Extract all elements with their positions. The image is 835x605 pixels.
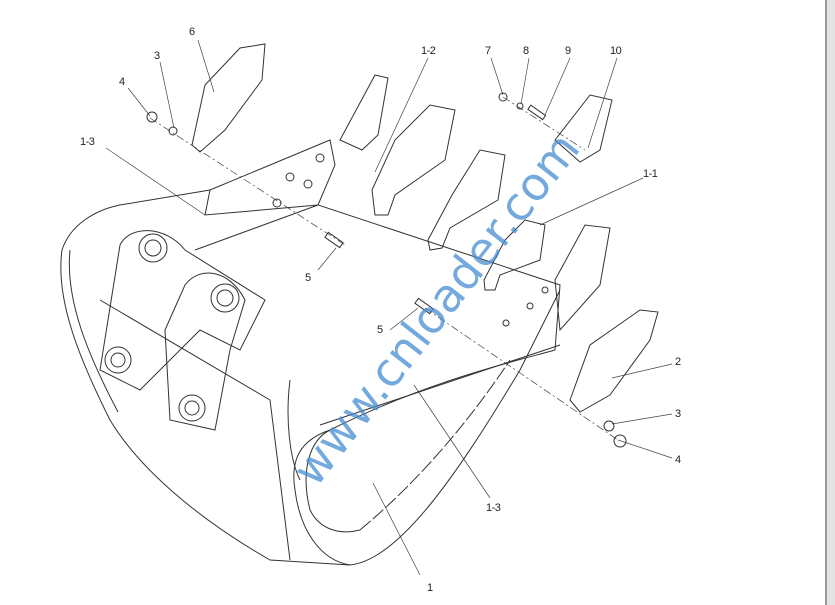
callout-1-2: 1-2 bbox=[421, 45, 436, 57]
callout-6: 6 bbox=[189, 26, 195, 38]
callout-1-3: 1-3 bbox=[486, 502, 501, 514]
callout-3: 3 bbox=[154, 50, 160, 62]
callout-7: 7 bbox=[485, 45, 491, 57]
callout-5: 5 bbox=[377, 324, 383, 336]
side-cutter-2 bbox=[569, 309, 659, 413]
callout-1-1: 1-1 bbox=[643, 168, 658, 180]
callout-4: 4 bbox=[119, 76, 125, 88]
teeth bbox=[339, 74, 613, 332]
callout-3: 3 bbox=[675, 408, 681, 420]
callout-1-3: 1-3 bbox=[80, 136, 95, 148]
bucket-body bbox=[60, 139, 561, 566]
callout-9: 9 bbox=[565, 45, 571, 57]
callout-5: 5 bbox=[305, 272, 311, 284]
callout-4: 4 bbox=[675, 454, 681, 466]
callout-2: 2 bbox=[675, 356, 681, 368]
hardware bbox=[146, 92, 627, 448]
callout-10: 10 bbox=[610, 45, 622, 57]
side-cutter-6 bbox=[191, 43, 266, 153]
callout-1: 1 bbox=[427, 582, 433, 594]
vertical-scrollbar[interactable] bbox=[825, 0, 835, 605]
leader-lines bbox=[105, 39, 673, 576]
callout-8: 8 bbox=[523, 45, 529, 57]
